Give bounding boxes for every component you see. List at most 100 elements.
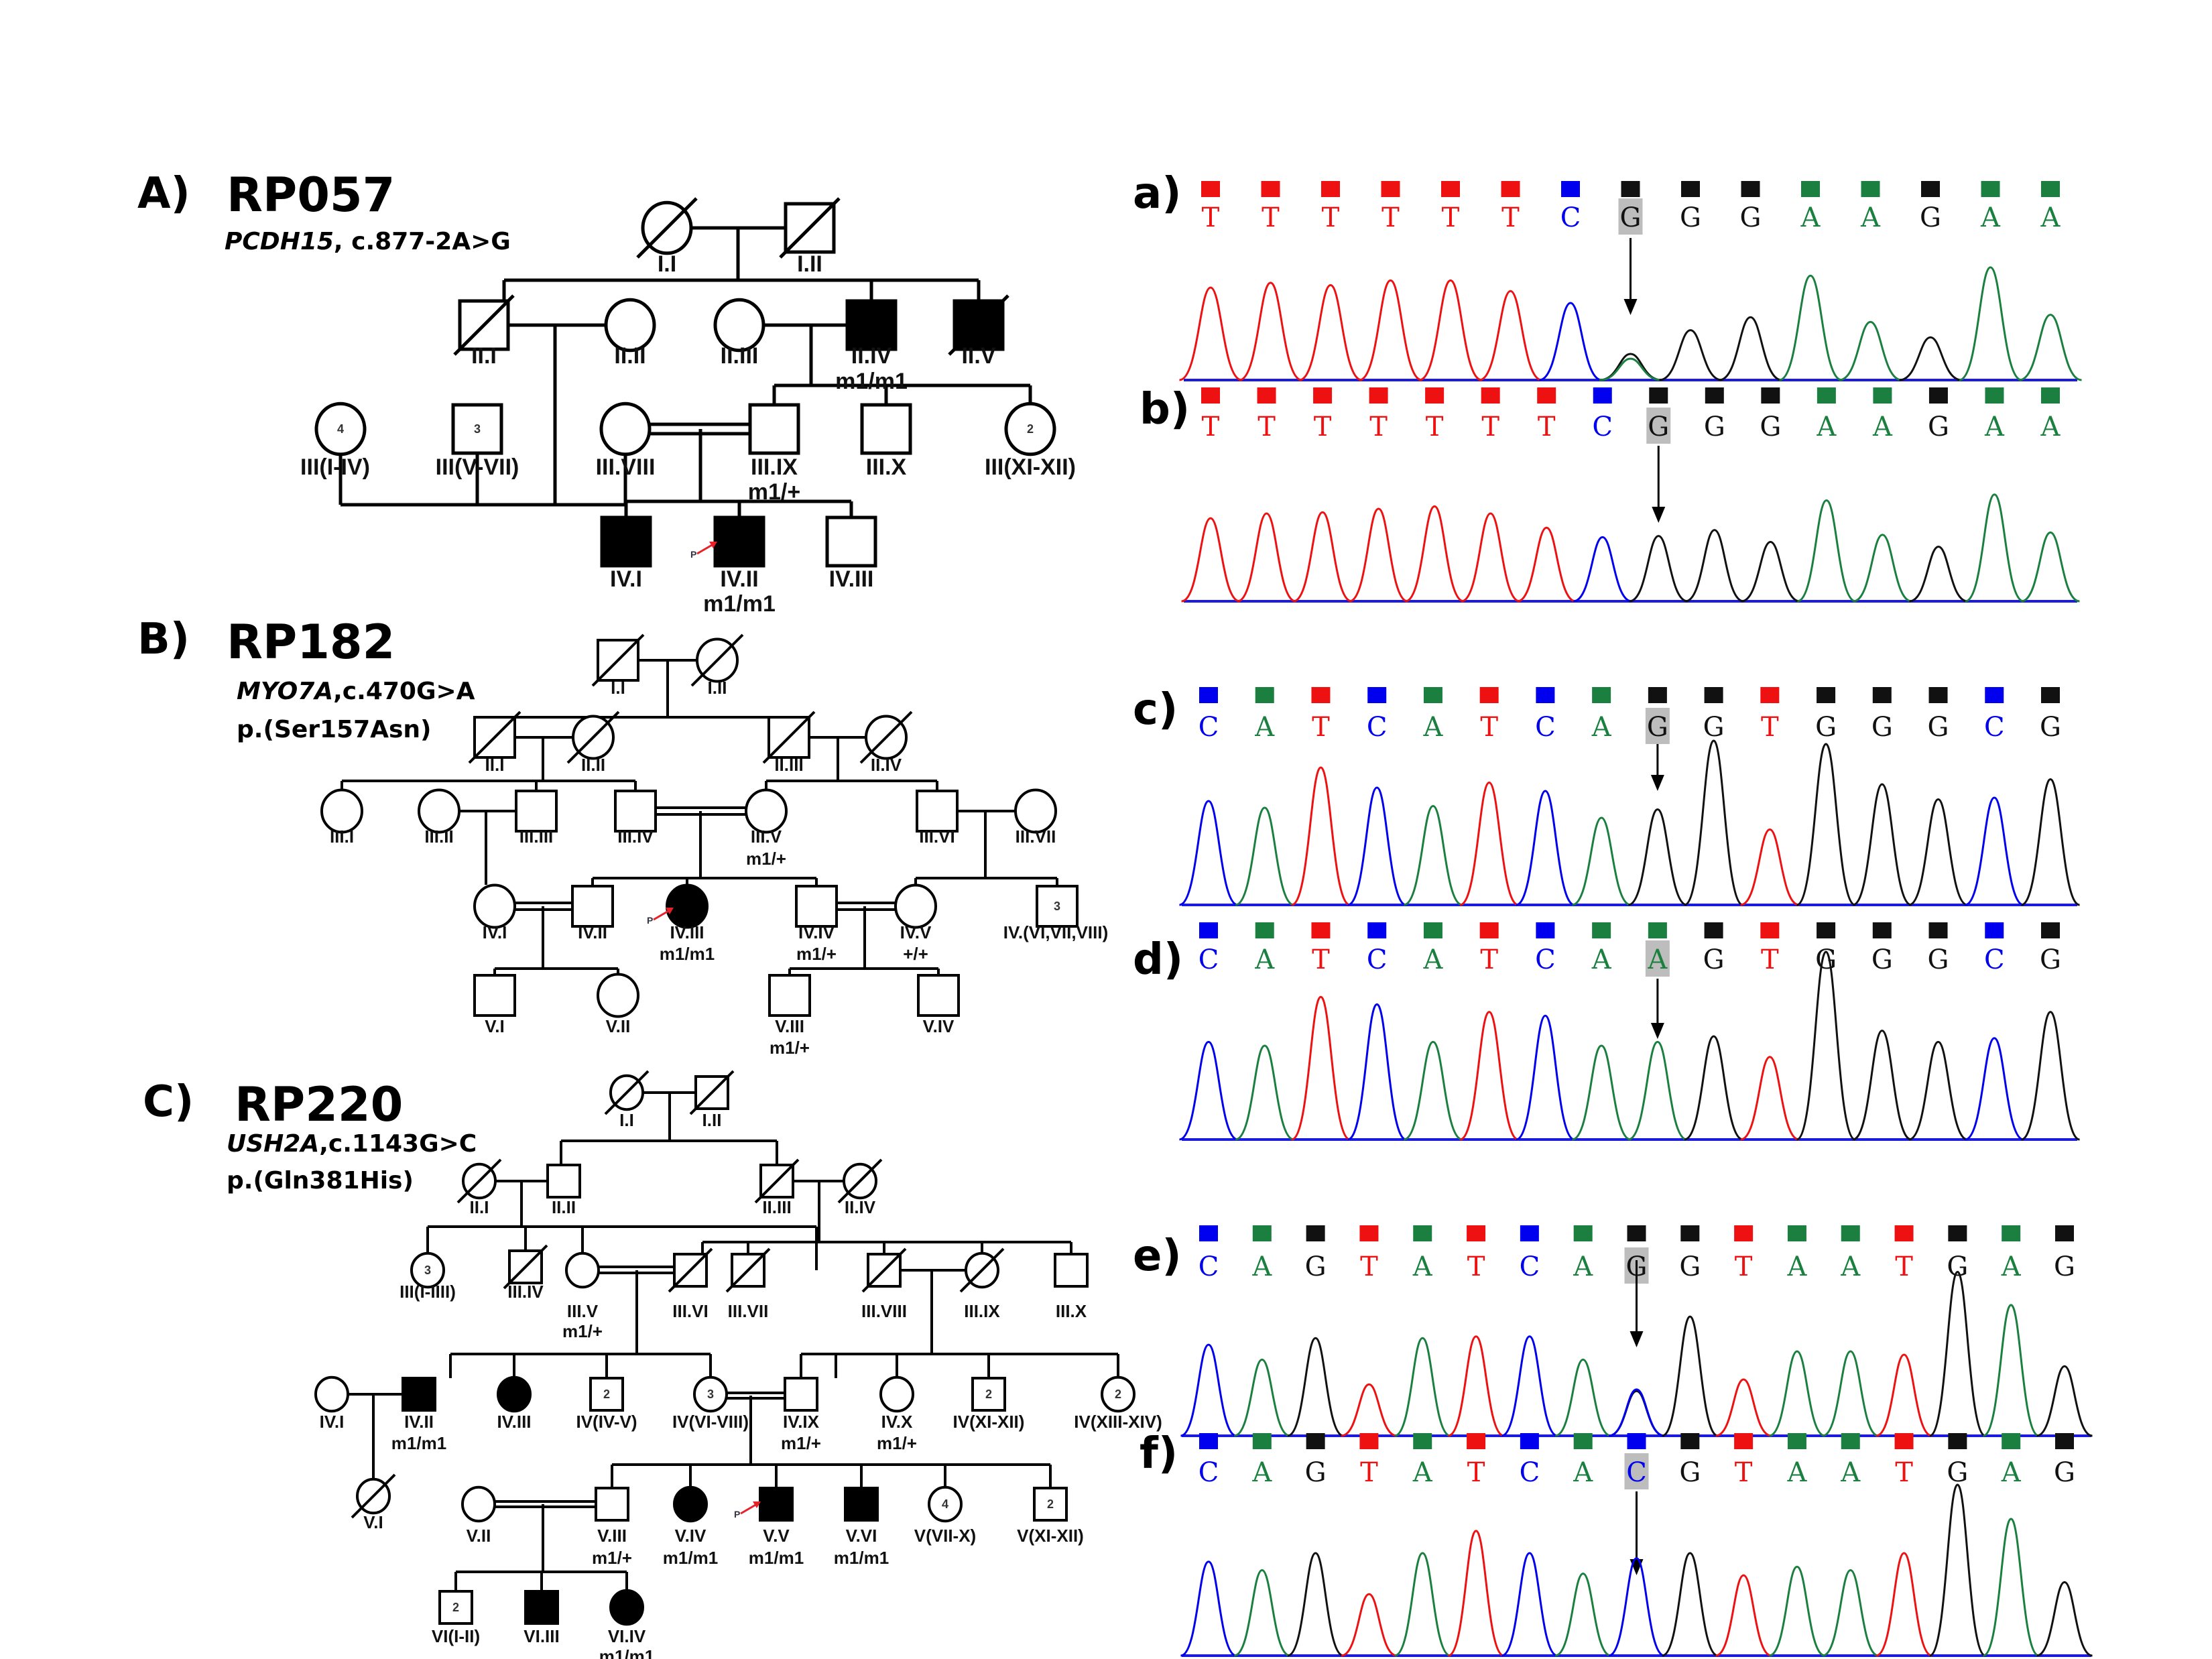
variant-cdna: ,c.1143G>C [319,1130,477,1158]
quality-bar [1760,922,1780,938]
base-call: C [1199,944,1219,975]
base-call: A [1422,944,1443,975]
individual-label: II.I [470,1197,489,1217]
trace-peak-T [1405,505,1465,603]
individual-label: III.V [751,826,782,847]
individual-III.VI: III.VI [668,1247,713,1321]
quality-bar [1787,1225,1806,1241]
base-call: T [1312,944,1330,975]
male-symbol [971,1377,1006,1412]
individual-V.I: V.I [351,1473,396,1532]
deceased-slash [591,633,645,687]
individual-label: IV.II [720,566,758,592]
base-call: A [1254,712,1275,743]
trace-peak-C [1965,796,2024,906]
individual-label: IV.(VI,VII,VIII) [1003,922,1109,942]
trace-peak-T [1740,1056,1800,1141]
genotype-label: m1/+ [781,1433,821,1453]
individual-label: V.III [597,1526,627,1546]
female-symbol [597,973,639,1018]
proband-marker: P [647,915,653,926]
arrow-down-icon [1630,1331,1644,1347]
individual-label: II.II [581,755,605,775]
trace-peak-A [1627,1040,1687,1141]
quality-bar [1501,181,1520,197]
trace-peak-A [1403,804,1463,906]
individual-label: III.VIII [861,1301,907,1321]
base-call: G [2054,1251,2075,1282]
individual-III.VIII: III.VIII [596,402,655,480]
male-symbol [917,974,960,1017]
quality-bar [1734,1433,1754,1449]
female-symbol [461,1485,496,1523]
base-call: G [1305,1457,1327,1488]
quality-bar [1817,687,1836,703]
trace-peak-T [1459,1011,1519,1141]
individual-label: V.VI [846,1526,877,1546]
trace-peak-T [1179,286,1242,381]
female-symbol [894,883,937,929]
individual-label: II.IV [871,755,902,775]
male-symbol [438,1590,473,1625]
panel-letter-b: B) [137,615,190,664]
individual-label: III.VII [728,1301,769,1321]
affected-male-symbol [844,1487,879,1522]
individual-I.II: I.II [690,633,744,698]
individual-label: III.IX [964,1301,1000,1321]
sibship-count: 2 [452,1601,459,1614]
individual-label: III(I-IV) [300,454,370,480]
quality-bar [2041,922,2060,938]
trace-secondary-peak-A [1599,357,1662,381]
genotype-label: m1/m1 [599,1646,654,1659]
trace-peak-A [1983,1304,2040,1437]
individual-IV.III: IV.III [497,1375,532,1432]
trace-peak-T [1291,995,1351,1141]
trace-peak-A [1965,493,2024,603]
deceased-slash [636,197,698,259]
base-call: G [1704,412,1725,442]
individual-label: V.III [775,1016,804,1036]
trace-peak-T [1291,766,1351,906]
individual-label: V.II [467,1526,491,1546]
trace-peak-T [1715,1574,1772,1657]
trace-peak-C [1180,1560,1237,1657]
quality-bar [1985,922,2004,938]
individual-label: II.III [774,755,803,775]
base-call: A [1573,1457,1593,1488]
trace-peak-G [1629,535,1688,603]
sibship-count: 3 [474,422,481,436]
female-symbol [418,788,460,834]
base-call: G [1703,944,1725,975]
individual-label: I.II [797,251,822,277]
quality-bar [1894,1225,1914,1241]
male-symbol [1033,1487,1068,1522]
quality-bar [1561,181,1580,197]
individual-V(VII-X): 4V(VII-X) [914,1485,976,1546]
quality-bar [1928,687,1948,703]
genotype-label: m1/+ [796,944,837,964]
trace-peak-C [1539,302,1602,381]
quality-bar [1423,687,1442,703]
individual-II.I: II.I [456,1158,502,1217]
female-symbol [928,1485,963,1523]
genotype-label: m1/+ [770,1038,810,1058]
female-symbol [693,1375,728,1413]
individual-V.V: V.Vm1/m1P [734,1487,804,1568]
arrow-down-icon [1650,1023,1664,1039]
individual-IV.III: IV.III [825,515,877,592]
base-call: A [1251,1251,1272,1282]
deceased-slash [861,1247,907,1293]
affected-male-symbol [524,1590,559,1625]
trace-peak-G [1908,798,1968,906]
genotype-label: m1/+ [562,1321,603,1341]
genotype-label: m1/m1 [749,1548,804,1568]
base-call: T [1735,1251,1753,1282]
individual-label: III.VII [1016,826,1056,847]
base-call: A [2001,1457,2022,1488]
